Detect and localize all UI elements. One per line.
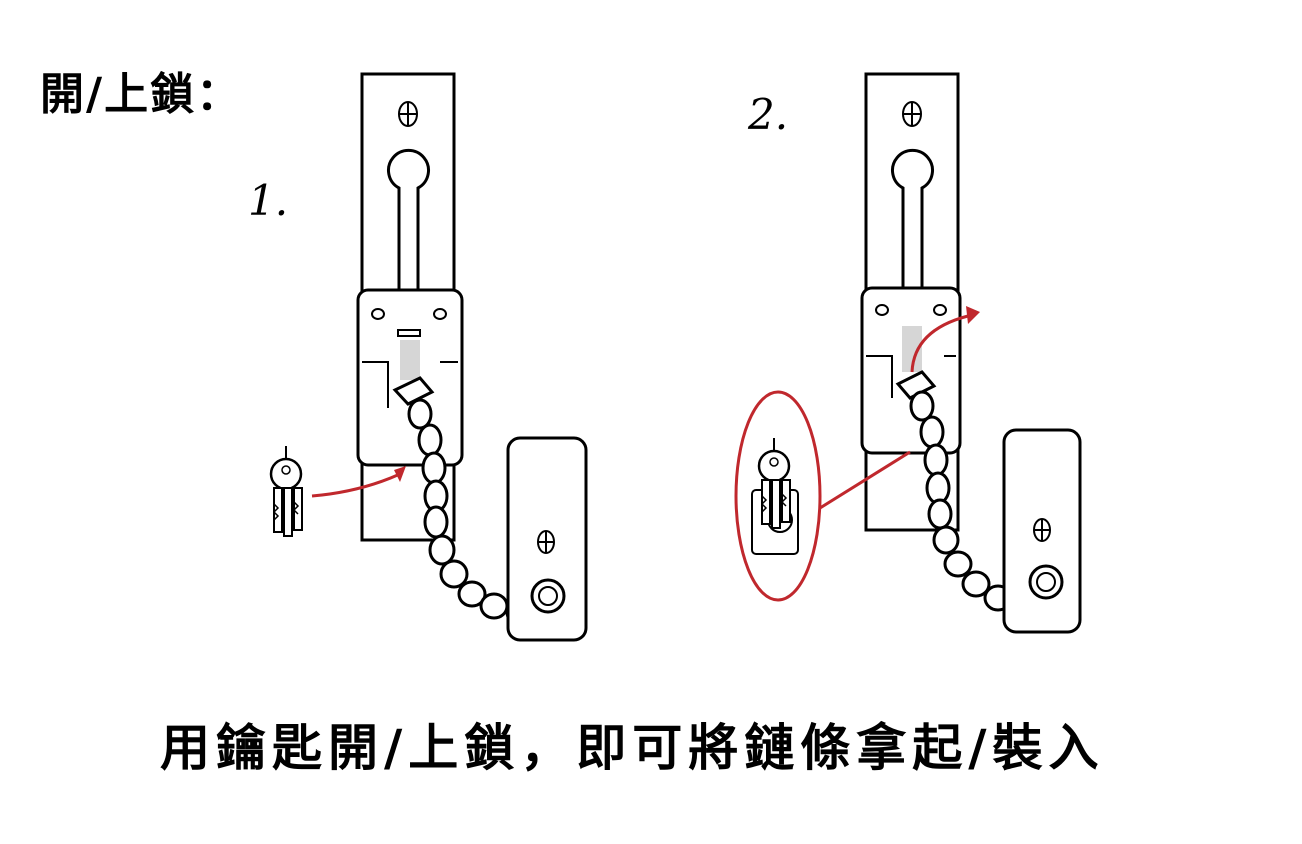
step-2-label: 2. bbox=[748, 90, 789, 139]
step-2-receiver-screw-icon bbox=[1033, 518, 1051, 542]
step-2-key-highlight bbox=[734, 390, 822, 602]
step-1-arrow bbox=[311, 472, 401, 498]
step-1-top-screw-icon bbox=[398, 101, 418, 127]
instruction-caption: 用鑰匙開/上鎖，即可將鏈條拿起/裝入 bbox=[160, 718, 1105, 777]
instruction-heading: 開/上鎖： bbox=[40, 69, 243, 120]
step-2-lift-arrow bbox=[910, 314, 969, 373]
step-1-receiver-screw-icon bbox=[537, 530, 555, 554]
step-1-receiver-knob bbox=[530, 578, 566, 614]
step-2-top-screw-icon bbox=[902, 101, 922, 127]
step-1-keyhole-slot bbox=[387, 148, 430, 292]
step-1-chain-latch bbox=[392, 376, 435, 406]
step-2-chain-latch bbox=[895, 370, 937, 400]
step-2-connector-line bbox=[819, 450, 911, 510]
step-2-illustration bbox=[734, 72, 1082, 634]
step-1-illustration bbox=[269, 72, 588, 642]
step-1-key-icon bbox=[269, 444, 304, 538]
step-2-receiver-knob bbox=[1028, 564, 1064, 600]
step-1-label: 1. bbox=[248, 176, 289, 225]
step-2-key-icon bbox=[757, 436, 792, 530]
step-2-keyhole-slot bbox=[891, 148, 934, 292]
